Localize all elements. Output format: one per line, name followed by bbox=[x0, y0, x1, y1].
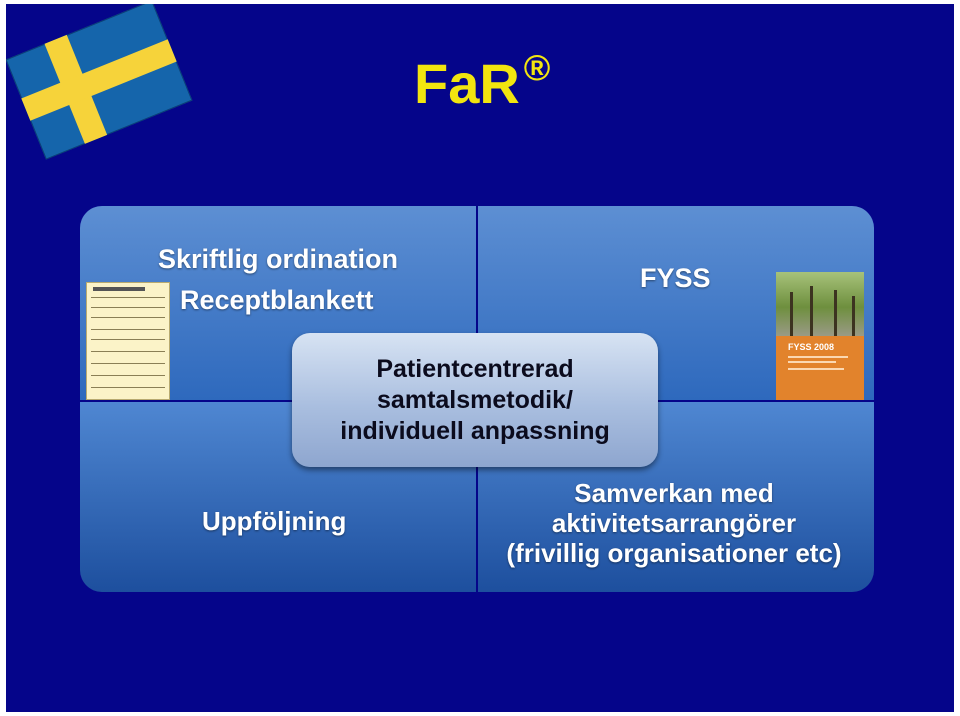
flag-cross-horizontal bbox=[21, 39, 177, 121]
form-line bbox=[91, 329, 165, 330]
quadrant-bottom-left-label: Uppföljning bbox=[202, 506, 347, 536]
center-line1: Patientcentrerad bbox=[376, 354, 574, 383]
form-line bbox=[91, 375, 165, 376]
book-text-line bbox=[788, 356, 848, 358]
tree-trunk bbox=[834, 290, 837, 336]
slide-title-text: FaR bbox=[414, 52, 520, 115]
book-cover-photo bbox=[776, 272, 864, 336]
book-text-line bbox=[788, 368, 844, 370]
quadrant-top-left-line1: Skriftlig ordination bbox=[158, 244, 398, 274]
form-line bbox=[91, 317, 165, 318]
quadrant-bottom-right-line1: Samverkan med bbox=[574, 478, 774, 508]
registered-mark: ® bbox=[523, 47, 551, 88]
quadrant-bottom-right-line3: (frivillig organisationer etc) bbox=[506, 538, 842, 568]
center-box: Patientcentrerad samtalsmetodik/ individ… bbox=[292, 333, 658, 467]
tree-trunk bbox=[810, 286, 813, 336]
book-text-line bbox=[788, 361, 836, 363]
prescription-form-image bbox=[86, 282, 170, 400]
tree-trunk bbox=[852, 296, 855, 336]
form-line bbox=[91, 339, 165, 340]
quadrant-bottom-right-line2: aktivitetsarrangörer bbox=[551, 508, 797, 538]
center-line2: samtalsmetodik/ bbox=[377, 385, 573, 414]
tree-trunk bbox=[790, 292, 793, 336]
center-box-text: Patientcentrerad samtalsmetodik/ individ… bbox=[340, 354, 609, 447]
form-line bbox=[91, 387, 165, 388]
quadrant-top-left-line2: Receptblankett bbox=[180, 285, 374, 315]
quadrant-top-right-label: FYSS bbox=[640, 263, 711, 293]
sweden-flag-icon bbox=[6, 4, 193, 160]
form-line bbox=[91, 363, 165, 364]
book-title: FYSS 2008 bbox=[788, 342, 835, 352]
form-header-bar bbox=[93, 287, 145, 291]
form-line bbox=[91, 307, 165, 308]
quadrant-bottom-right-text: Samverkan med aktivitetsarrangörer (friv… bbox=[496, 478, 852, 568]
form-line bbox=[91, 297, 165, 298]
fyss-book-cover-image: FYSS 2008 bbox=[776, 272, 864, 400]
slide-title: FaR® bbox=[414, 50, 550, 112]
center-line3: individuell anpassning bbox=[340, 416, 610, 445]
form-line bbox=[91, 351, 165, 352]
